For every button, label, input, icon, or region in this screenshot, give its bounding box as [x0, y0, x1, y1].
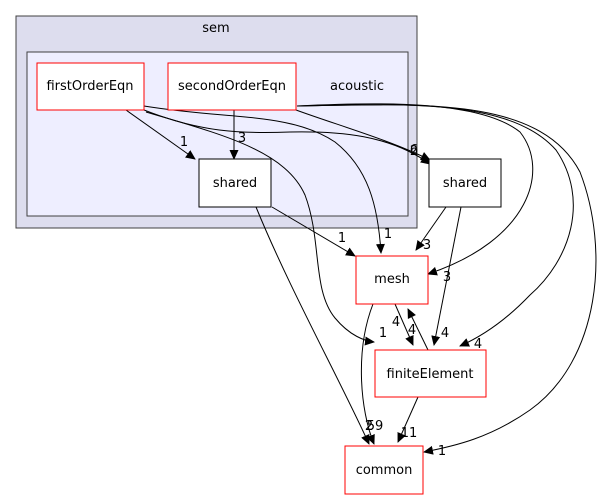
edge-firstOrderEqn-sharedInner[interactable] — [125, 109, 196, 160]
edge-firstOrderEqn-mesh[interactable] — [143, 105, 385, 254]
edge-label: 2 — [365, 419, 373, 434]
edge-label: 4 — [441, 326, 449, 341]
edge-label: 1 — [338, 231, 346, 246]
edge-mesh-common[interactable] — [360, 303, 375, 445]
edge-secondOrderEqn-common[interactable] — [296, 104, 597, 455]
edge-firstOrderEqn-finiteElement[interactable] — [145, 111, 375, 346]
node-finiteElement-label: finiteElement — [387, 367, 474, 382]
node-common[interactable]: common — [344, 445, 424, 495]
edge-labels: 1 2 1 1 3 6 3 4 1 1 2 3 4 4 59 4 11 — [180, 131, 482, 459]
edge-label: 1 — [180, 135, 188, 150]
edge-label: 4 — [408, 323, 416, 338]
edge-label: 1 — [438, 444, 446, 459]
edge-label: 6 — [410, 143, 418, 158]
node-mesh[interactable]: mesh — [355, 255, 429, 305]
edge-sharedOuter-mesh[interactable] — [415, 206, 447, 251]
node-shared-inner-label: shared — [213, 176, 257, 191]
node-mesh-label: mesh — [374, 272, 410, 287]
edge-finiteElement-common[interactable] — [397, 396, 419, 443]
edge-sharedInner-common[interactable] — [255, 206, 370, 445]
node-secondOrderEqn[interactable]: secondOrderEqn — [167, 62, 297, 111]
edge-finiteElement-mesh[interactable] — [407, 308, 429, 351]
node-finiteElement[interactable]: finiteElement — [374, 349, 487, 398]
node-firstOrderEqn[interactable]: firstOrderEqn — [36, 62, 145, 111]
edge-label: 1 — [384, 227, 392, 242]
edge-label: 11 — [401, 426, 418, 441]
edge-label: 4 — [474, 337, 482, 352]
edge-label: 4 — [392, 315, 400, 330]
edge-sharedOuter-finiteElement[interactable] — [431, 206, 462, 346]
node-firstOrderEqn-label: firstOrderEqn — [46, 79, 133, 94]
edge-sharedInner-mesh[interactable] — [271, 206, 356, 257]
cluster-acoustic-label: acoustic — [330, 79, 384, 94]
edge-label: 3 — [238, 131, 246, 146]
node-secondOrderEqn-label: secondOrderEqn — [178, 79, 286, 94]
node-common-label: common — [356, 463, 413, 478]
edge-firstOrderEqn-sharedOuter[interactable] — [143, 109, 431, 165]
edge-label: 2 — [410, 144, 418, 159]
edges — [125, 103, 597, 455]
cluster-sem-label: sem — [202, 21, 229, 36]
edge-label: 1 — [379, 326, 387, 341]
node-shared-inner[interactable]: shared — [198, 158, 272, 208]
edge-label: 3 — [423, 238, 431, 253]
edge-mesh-finiteElement[interactable] — [394, 303, 414, 346]
edge-secondOrderEqn-mesh[interactable] — [296, 103, 534, 276]
edge-secondOrderEqn-sharedOuter[interactable] — [295, 109, 431, 161]
edge-label: 59 — [367, 419, 384, 434]
node-shared-outer[interactable]: shared — [428, 158, 502, 208]
edge-label: 3 — [443, 270, 451, 285]
node-shared-outer-label: shared — [443, 176, 487, 191]
